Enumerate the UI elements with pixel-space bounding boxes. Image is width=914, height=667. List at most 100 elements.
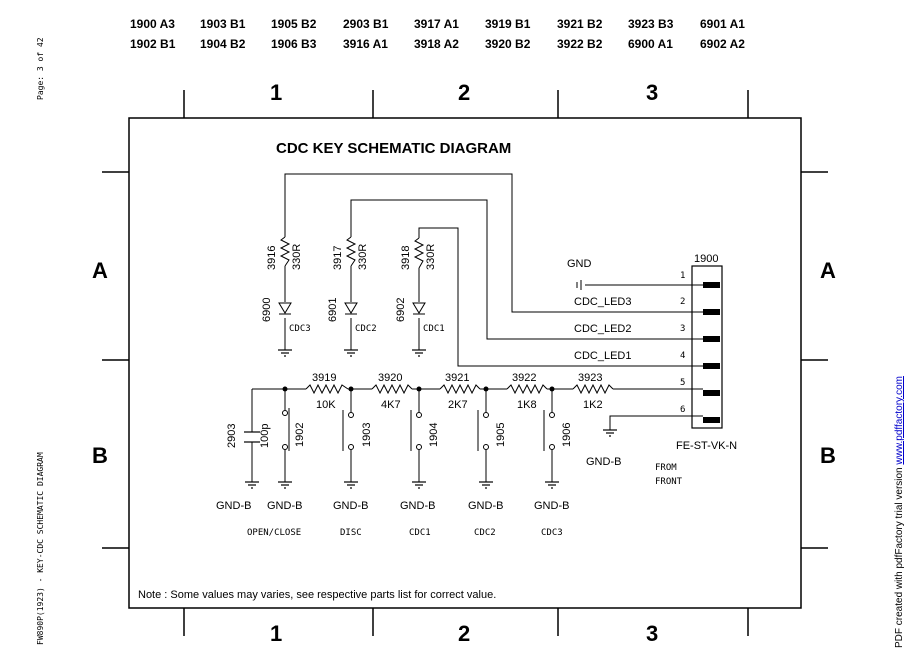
watermark: PDF created with pdfFactory trial versio… [894, 376, 905, 648]
diagram-note: Note : Some values may varies, see respe… [138, 589, 496, 601]
ref-cell: 1904 B2 [200, 37, 246, 51]
switch-ref: 1902 [294, 423, 306, 447]
ref-cell: 3917 A1 [414, 17, 459, 31]
ref-cell: 6900 A1 [628, 37, 673, 51]
signal-label: CDC_LED3 [574, 296, 631, 308]
grid-row-label: A [92, 258, 108, 283]
led-ref: 6902 [395, 298, 407, 322]
ref-cell: 3919 B1 [485, 17, 531, 31]
ref-cell: 1902 B1 [130, 37, 176, 51]
resistor-value: 10K [316, 399, 336, 411]
led-label: CDC2 [355, 324, 377, 334]
resistor-value: 330R [291, 244, 303, 270]
capacitor-value: 100p [259, 424, 271, 448]
pin-number: 2 [680, 297, 685, 307]
connector-from: FRONT [655, 477, 683, 487]
ground-label: GND-B [586, 456, 621, 468]
ref-cell: 3922 B2 [557, 37, 603, 51]
switch-label: DISC [340, 528, 362, 538]
pin-number: 1 [680, 271, 685, 281]
ref-cell: 2903 B1 [343, 17, 389, 31]
side-caption: FW890P(1923) - KEY-CDC SCHEMATIC DIAGRAM [36, 452, 45, 645]
resistor-ref: 3918 [400, 246, 412, 270]
grid-row-label: B [820, 443, 836, 468]
grid-row-label: B [92, 443, 108, 468]
signal-label: GND [567, 258, 592, 270]
led-label: CDC1 [423, 324, 445, 334]
drawing-frame [128, 117, 802, 609]
ref-cell: 3920 B2 [485, 37, 531, 51]
ground-symbols [245, 349, 617, 489]
switch-ref: 1905 [495, 423, 507, 447]
page-marker: Page: 3 of 42 [36, 37, 45, 100]
resistor-value: 330R [425, 244, 437, 270]
resistor-value: 2K7 [448, 399, 468, 411]
resistor-ref: 3921 [445, 372, 469, 384]
watermark-link[interactable]: www.pdffactory.com [894, 376, 905, 466]
ground-label: GND-B [333, 500, 368, 512]
switch-label: CDC3 [541, 528, 563, 538]
grid-col-label: 3 [646, 621, 658, 646]
switch-ref: 1904 [428, 423, 440, 447]
resistor-value: 1K8 [517, 399, 537, 411]
ref-cell: 1906 B3 [271, 37, 317, 51]
connector-ref: 1900 [694, 253, 718, 265]
resistor-ref: 3922 [512, 372, 536, 384]
connector-1900: 1900 FE-ST-VK-N FROM FRONT 1 2 3 4 5 6 [655, 253, 737, 487]
ref-cell: 1905 B2 [271, 17, 317, 31]
ref-cell: 3916 A1 [343, 37, 388, 51]
resistor-ref: 3916 [266, 246, 278, 270]
resistor-ref: 3923 [578, 372, 602, 384]
pin-number: 4 [680, 351, 685, 361]
grid-col-label: 3 [646, 80, 658, 105]
grid-col-label: 1 [270, 80, 282, 105]
pin-number: 3 [680, 324, 685, 334]
resistor-value: 1K2 [583, 399, 603, 411]
watermark-prefix: PDF created with pdfFactory trial versio… [894, 465, 905, 648]
grid-col-label: 2 [458, 621, 470, 646]
capacitor-symbol [244, 431, 260, 443]
resistor-ref: 3920 [378, 372, 402, 384]
ref-cell: 6901 A1 [700, 17, 745, 31]
ref-cell: 1900 A3 [130, 17, 175, 31]
switch-symbols [282, 408, 555, 451]
resistor-value: 4K7 [381, 399, 401, 411]
capacitor-ref: 2903 [226, 424, 238, 448]
resistor-value: 330R [357, 244, 369, 270]
ref-cell: 6902 A2 [700, 37, 745, 51]
switch-label: OPEN/CLOSE [247, 528, 301, 538]
led-ref: 6901 [327, 298, 339, 322]
grid-row-label: A [820, 258, 836, 283]
resistor-ref: 3919 [312, 372, 336, 384]
ground-label: GND-B [267, 500, 302, 512]
pin-number: 5 [680, 378, 685, 388]
signal-label: CDC_LED2 [574, 323, 631, 335]
grid-col-label: 1 [270, 621, 282, 646]
led-symbols [278, 302, 426, 315]
ref-cell: 3918 A2 [414, 37, 459, 51]
diagram-title: CDC KEY SCHEMATIC DIAGRAM [276, 140, 511, 157]
ref-cell: 3923 B3 [628, 17, 674, 31]
reference-table: 1900 A3 1902 B1 1903 B1 1904 B2 1905 B2 … [130, 17, 745, 51]
ladder-resistor-symbols [305, 383, 614, 395]
switch-label: CDC1 [409, 528, 431, 538]
resistor-ref: 3917 [332, 246, 344, 270]
resistor-symbols [279, 236, 425, 269]
grid-ticks [102, 90, 828, 636]
ref-cell: 3921 B2 [557, 17, 603, 31]
ground-label: GND-B [216, 500, 251, 512]
switch-label: CDC2 [474, 528, 496, 538]
grid-col-label: 2 [458, 80, 470, 105]
connector-type: FE-ST-VK-N [676, 440, 737, 452]
junction-dots [282, 386, 555, 392]
pin-number: 6 [680, 405, 685, 415]
ground-label: GND-B [468, 500, 503, 512]
ground-label: GND-B [534, 500, 569, 512]
ref-cell: 1903 B1 [200, 17, 246, 31]
led-ref: 6900 [261, 298, 273, 322]
switch-ref: 1906 [561, 423, 573, 447]
connector-from: FROM [655, 463, 677, 473]
connector-body [691, 265, 723, 429]
signal-label: CDC_LED1 [574, 350, 631, 362]
